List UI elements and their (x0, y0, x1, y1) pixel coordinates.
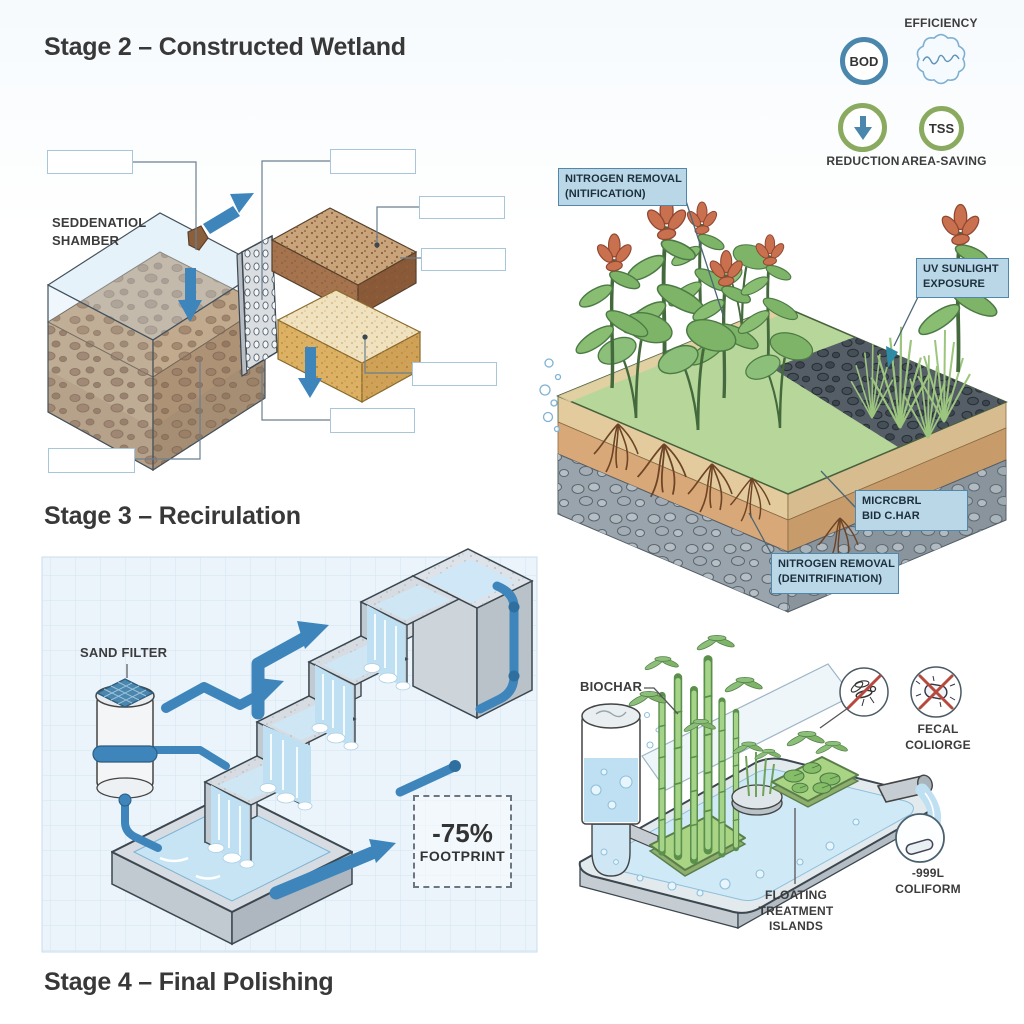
empty-label-box-5 (412, 362, 497, 386)
denitrification-line1: NITROGEN REMOVAL (778, 558, 895, 570)
area-saving-label: AREA-SAVING (901, 154, 987, 168)
flow-arrow-transfer-icon (203, 193, 254, 234)
footprint-label: FOOTPRINT (419, 847, 506, 864)
fecal-line2: COLIORGE (905, 737, 971, 752)
islands-line2: TREATMENT (758, 903, 834, 918)
efficiency-label: EFFICIENCY (904, 16, 978, 30)
bubbles (539, 358, 562, 433)
biochar-column (581, 703, 661, 877)
reduction-badge-icon (838, 103, 887, 152)
uv-line1: UV SUNLIGHT (923, 263, 999, 275)
uv-exposure-callout: UV SUNLIGHT EXPOSURE (916, 258, 1009, 298)
stage3-title: Stage 3 – Recirulation (44, 502, 301, 530)
leader-dot (362, 334, 368, 340)
chamber-label-line1: SEDDENATIOL (52, 215, 147, 230)
fecal-coliform-label: FECAL COLIORGE (898, 722, 978, 753)
no-pathogen-icon (910, 666, 962, 718)
perforated-plate (236, 234, 278, 378)
microbial-biochar-callout: MICRCBRL BID C.HAR (855, 490, 968, 531)
coliform-reduction-label: -999L COLIFORM (886, 866, 970, 897)
denitrification-line2: (DENITRIFINATION) (778, 573, 883, 586)
empty-label-box-7 (48, 448, 135, 473)
down-arrow-icon (853, 115, 872, 140)
stage2-diagram (46, 160, 422, 472)
coliform-line1: -999L (911, 866, 945, 880)
nitrification-line1: NITROGEN REMOVAL (565, 173, 682, 185)
islands-line3: ISLANDS (768, 919, 824, 934)
reduction-label: REDUCTION (826, 154, 900, 168)
bamboo-island (627, 634, 764, 877)
bod-badge-icon: BOD (840, 37, 888, 85)
floating-island-lilypads (770, 730, 860, 808)
nitrification-line2: (NITIFICATION) (565, 188, 646, 201)
tss-badge-icon: TSS (919, 106, 964, 151)
media-slab-sand (276, 289, 422, 404)
empty-label-box-4 (421, 248, 506, 271)
denitrification-callout: NITROGEN REMOVAL (DENITRIFINATION) (771, 553, 899, 594)
no-mosquito-icon (839, 667, 889, 717)
flow-arrow-down-icon (298, 347, 322, 398)
chamber-label-line2: SHAMBER (52, 232, 120, 248)
pipe-joint (449, 760, 461, 772)
leader-lines-stage4 (644, 687, 849, 884)
coliform-line2: COLIFORM (895, 881, 961, 896)
floating-islands-label: FLOATING TREATMENT ISLANDS (751, 888, 841, 935)
biochar-label: BIOCHAR (580, 679, 643, 694)
microbial-line2: BID C.HAR (862, 510, 920, 523)
bacteria-magnifier (895, 813, 945, 863)
waterfalls (207, 605, 411, 869)
empty-label-box-1 (47, 150, 133, 174)
nitrification-callout: NITROGEN REMOVAL (NITIFICATION) (558, 168, 687, 206)
stage3-panel (41, 548, 538, 953)
footprint-callout: -75% FOOTPRINT (413, 795, 512, 888)
efficiency-badge-icon (916, 33, 966, 85)
recirculation-arrows (161, 621, 396, 900)
sand-filter (92, 678, 158, 807)
fecal-line1: FECAL (917, 722, 959, 736)
pipe-joint (508, 670, 520, 682)
footprint-value: -75% (432, 818, 493, 849)
sedimentation-chamber (46, 212, 267, 472)
sand-filter-label: SAND FILTER (80, 645, 168, 660)
settling-arrow-icon (178, 268, 202, 322)
leader-dot (374, 242, 380, 248)
microbial-line1: MICRCBRL (862, 495, 922, 507)
sedimentation-chamber-label: SEDDENATIOL SHAMBER (52, 214, 146, 249)
leader-lines-stage2 (133, 160, 421, 460)
stage2-title: Stage 2 – Constructed Wetland (44, 33, 406, 61)
empty-label-box-3 (419, 196, 505, 219)
uv-droplet-icon (886, 346, 898, 368)
uv-line2: EXPOSURE (923, 278, 985, 291)
leader-lines-wetland (685, 200, 919, 556)
empty-label-box-6 (330, 408, 415, 433)
stage4-diagram (578, 634, 962, 930)
islands-line1: FLOATING (764, 888, 828, 902)
pipe-joint (508, 601, 520, 613)
stage4-title: Stage 4 – Final Polishing (44, 968, 334, 996)
floating-island-small (731, 741, 783, 816)
empty-label-box-2 (330, 149, 416, 174)
floating-solids (187, 225, 209, 251)
